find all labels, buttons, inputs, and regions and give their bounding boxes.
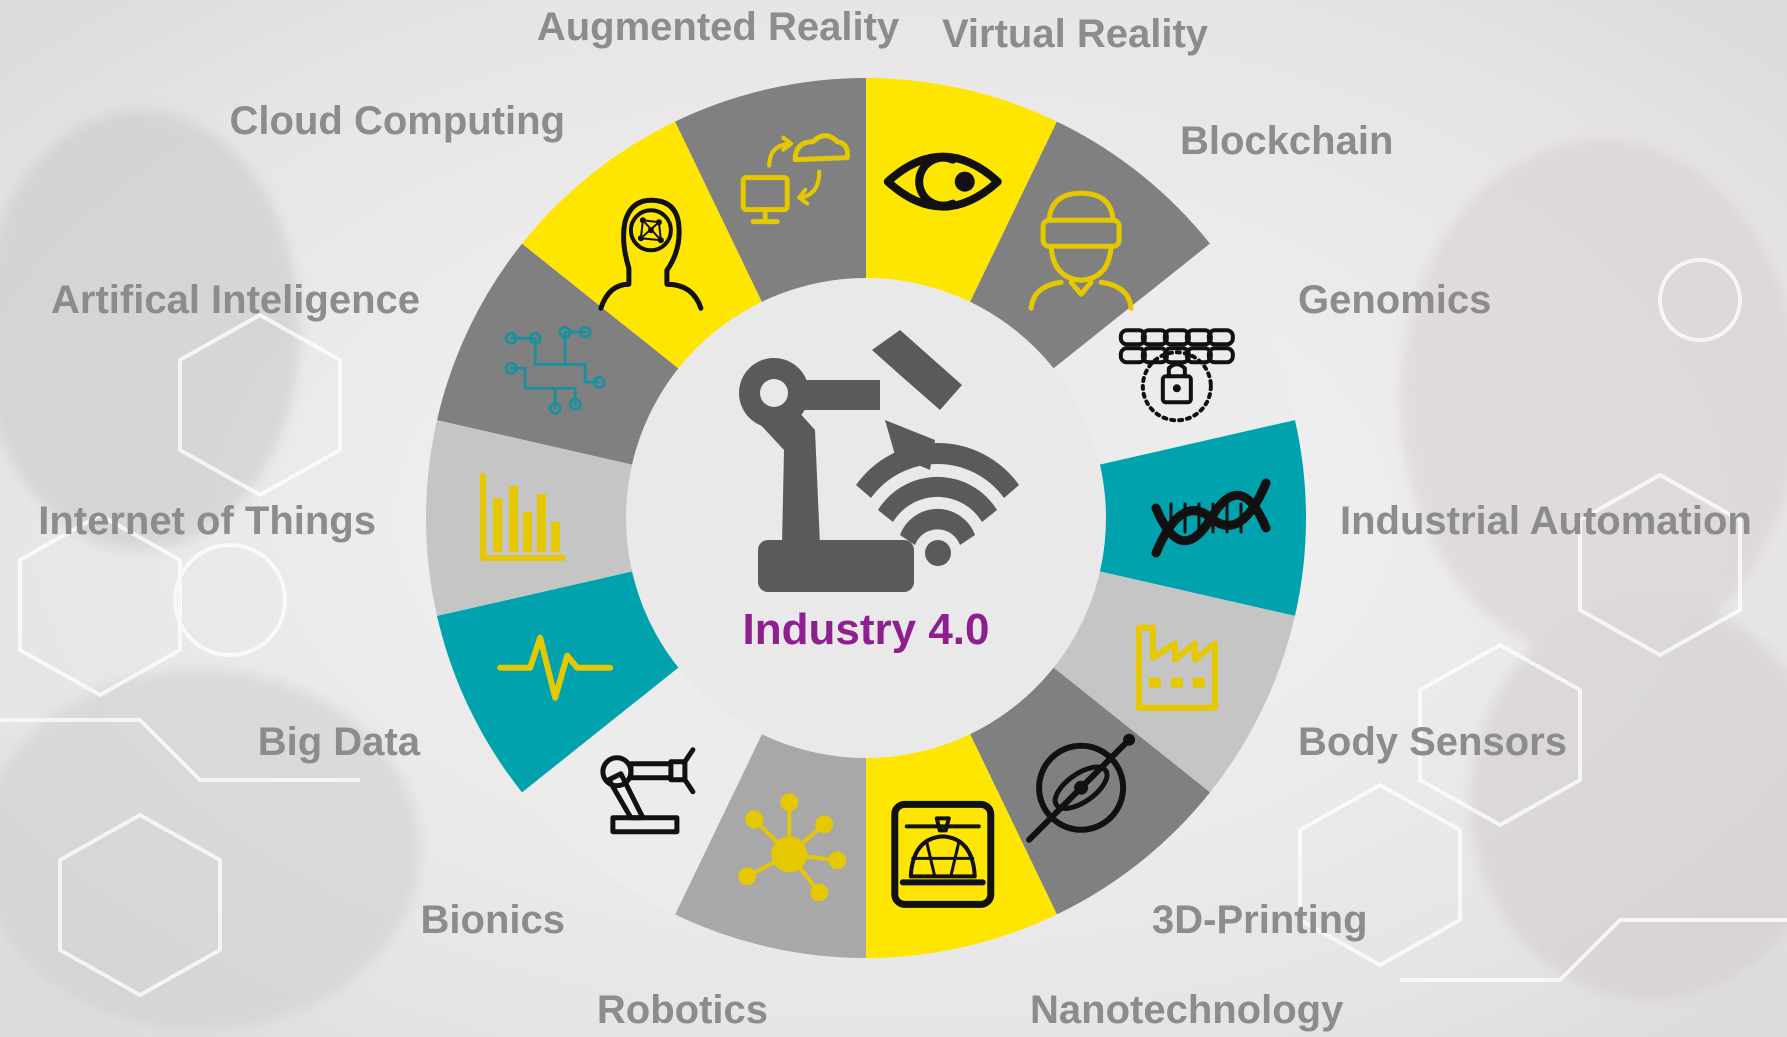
- label-big-data: Big Data: [257, 720, 420, 764]
- factory-icon: [1135, 624, 1218, 711]
- label-artificial-intelligence: Artifical Inteligence: [51, 278, 420, 322]
- pulse-icon: [497, 634, 614, 701]
- label-bionics: Bionics: [420, 898, 565, 942]
- label-cloud-computing: Cloud Computing: [229, 99, 565, 143]
- cloud-monitor-icon: [740, 133, 851, 225]
- segment-blockchain: [1052, 243, 1295, 466]
- segment-cloud-computing: [675, 78, 866, 304]
- label-genomics: Genomics: [1298, 278, 1492, 322]
- label-nanotechnology: Nanotechnology: [1030, 988, 1344, 1032]
- label-body-sensors: Body Sensors: [1298, 720, 1567, 764]
- label-virtual-reality: Virtual Reality: [941, 12, 1209, 56]
- segment-body-sensors: [969, 666, 1211, 915]
- label-internet-of-things: Internet of Things: [38, 499, 376, 543]
- eye-icon: [883, 152, 1002, 211]
- vr-headset-icon: [1028, 190, 1134, 311]
- label-augmented-reality: Augmented Reality: [536, 5, 900, 49]
- atom-sensor-icon: [1026, 733, 1136, 843]
- segment-nanotechnology: [675, 732, 866, 958]
- molecule-icon: [738, 793, 847, 902]
- center-hub: [626, 278, 1106, 758]
- dna-icon: [1151, 478, 1271, 558]
- label-3d-printing: 3D-Printing: [1152, 898, 1368, 942]
- segment-robotics: [521, 666, 763, 915]
- hub-title: Industry 4.0: [742, 605, 990, 654]
- label-industrial-automation: Industrial Automation: [1340, 499, 1752, 543]
- segment-icons: [480, 133, 1271, 908]
- segment-internet-of-things: [437, 243, 680, 466]
- bar-chart-icon: [480, 473, 566, 561]
- label-robotics: Robotics: [596, 988, 768, 1032]
- 3d-printer-icon: [891, 800, 995, 908]
- robot-arm-wifi-icon: [739, 330, 1019, 592]
- segment-genomics: [1098, 420, 1306, 616]
- circuit-icon: [504, 325, 606, 415]
- ai-head-icon: [598, 197, 704, 311]
- chain-lock-icon: [1118, 328, 1235, 423]
- robot-arm-icon: [600, 747, 696, 835]
- label-blockchain: Blockchain: [1180, 119, 1394, 163]
